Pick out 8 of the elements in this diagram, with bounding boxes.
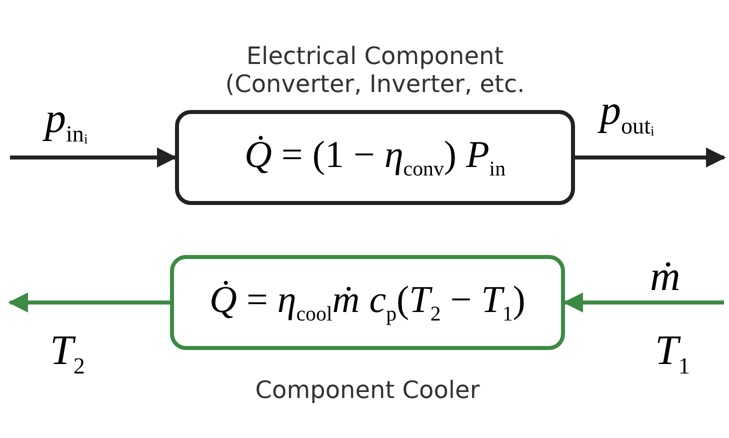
heading: Component Cooler xyxy=(254,376,481,404)
arrow xyxy=(8,292,170,312)
arrow xyxy=(563,292,724,312)
formula: Q̇ = (1 − η$_{conv}$) P$_{in}$ xyxy=(244,133,506,182)
arrow xyxy=(10,148,177,168)
formula: Q̇ = η$_{cool}$ṁ c$_{p}$(T$_{2}$ − T$_{1}$) xyxy=(210,278,526,327)
heading: Electrical Component (Converter, Inverter, etc. xyxy=(224,42,526,98)
arrow xyxy=(575,148,726,168)
